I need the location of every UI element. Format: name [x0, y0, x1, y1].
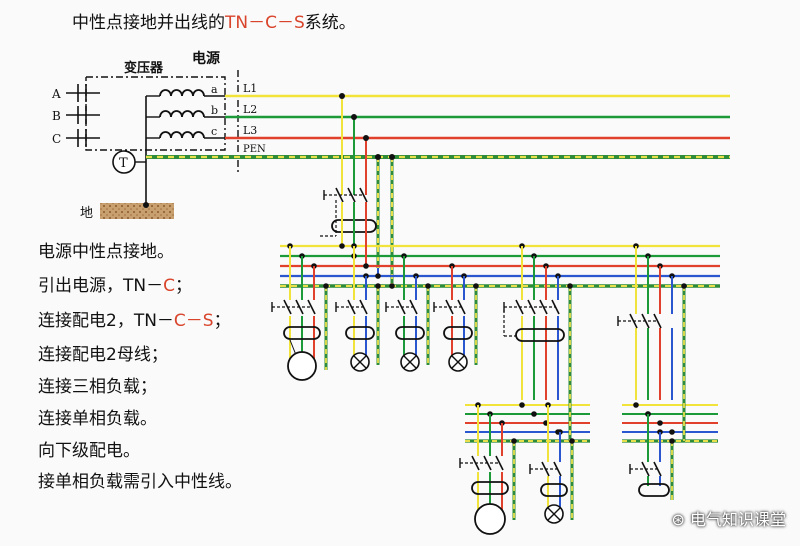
junction-dot: [323, 283, 329, 289]
motor-1: [287, 351, 317, 381]
note-3: 连接配电2，TN－C－S；: [38, 311, 231, 331]
label-l2: L2: [243, 103, 257, 116]
junction-dot: [681, 283, 687, 289]
source-buses: [146, 94, 730, 159]
lamp-4-ct: [540, 483, 568, 497]
junction-dot: [569, 438, 575, 444]
label-t: T: [119, 156, 128, 171]
panel-3-feeder-ct: [515, 328, 565, 342]
note-5: 连接三相负载；: [38, 377, 157, 397]
current-transformer-symbol: [112, 150, 136, 174]
feeder-breaker: [323, 187, 368, 203]
lamp-4-breaker: [529, 461, 562, 477]
note-7: 向下级配电。: [38, 441, 140, 461]
label-phase-a: A: [51, 87, 61, 101]
label-l1: L1: [243, 82, 257, 95]
note-8: 接单相负载需引入中性线。: [38, 472, 242, 492]
note-6: 连接单相负载。: [38, 409, 157, 429]
lamp-ct-1: [345, 326, 375, 340]
junction-dot: [633, 402, 639, 408]
winding-3: [159, 131, 205, 139]
note-4: 连接配电2母线；: [38, 345, 168, 365]
junction-dot: [669, 429, 675, 435]
transformer-box: [85, 76, 226, 151]
panel-4-buses: [622, 404, 718, 443]
label-phase-c: C: [52, 132, 61, 146]
lamp-ct-2: [395, 326, 425, 340]
label-source: 电源: [192, 50, 220, 67]
label-ground: 地: [80, 206, 93, 221]
winding-2: [159, 110, 205, 118]
lamp-4: [544, 504, 564, 524]
junction-dot: [511, 438, 517, 444]
panel-2-buses: [280, 244, 720, 288]
winding-1: [159, 89, 205, 97]
label-pen: PEN: [243, 144, 266, 155]
switchgear-group: [271, 187, 687, 535]
junction-dot: [519, 402, 525, 408]
lamp-1: [350, 352, 370, 372]
wechat-icon: ⊛: [671, 510, 685, 529]
panel-4-load-breaker: [629, 461, 662, 477]
junction-dot: [567, 283, 573, 289]
lamp-3: [448, 352, 468, 372]
lamp-breaker-1: [335, 299, 368, 315]
note-2: 引出电源，TN－C；: [38, 276, 192, 296]
junction-dot: [531, 411, 537, 417]
note-1: 电源中性点接地。: [38, 242, 174, 262]
junction-dot: [657, 420, 663, 426]
junction-dot: [425, 283, 431, 289]
motor-1-breaker: [271, 299, 316, 315]
lamp-breaker-3: [433, 299, 466, 315]
motor-2-breaker: [459, 455, 504, 471]
panel-4-feeder-breaker: [617, 313, 662, 329]
lamp-breaker-2: [385, 299, 418, 315]
panel-3-feeder-breaker: [503, 299, 560, 315]
motor-2: [474, 503, 506, 535]
transformer-windings: [159, 89, 225, 139]
label-wa: a: [211, 83, 218, 96]
ground-symbol: [100, 203, 174, 219]
label-transformer: 变压器: [124, 60, 164, 76]
junction-dot: [339, 243, 345, 249]
primary-terminals: [66, 84, 100, 147]
junction-dot: [375, 283, 381, 289]
lamp-ct-3: [443, 326, 473, 340]
motor-2-ct: [471, 481, 509, 495]
junction-dot: [389, 283, 395, 289]
junction-dot: [473, 283, 479, 289]
junction-dot: [375, 273, 381, 279]
junction-dot: [669, 438, 675, 444]
label-wc: c: [211, 125, 217, 138]
feeder-2: [339, 93, 395, 285]
junction-dot: [363, 263, 369, 269]
panel-4-load-ct: [638, 483, 670, 497]
lamp-2: [400, 352, 420, 372]
label-wb: b: [211, 104, 218, 117]
motor-1-ct: [283, 326, 321, 340]
watermark: ⊛ 电气知识课堂: [671, 510, 786, 529]
label-l3: L3: [243, 124, 257, 137]
system-type: TN－C－S: [225, 13, 305, 33]
diagram-title: 中性点接地并出线的TN－C－S系统。: [72, 13, 356, 33]
label-phase-b: B: [52, 109, 61, 123]
